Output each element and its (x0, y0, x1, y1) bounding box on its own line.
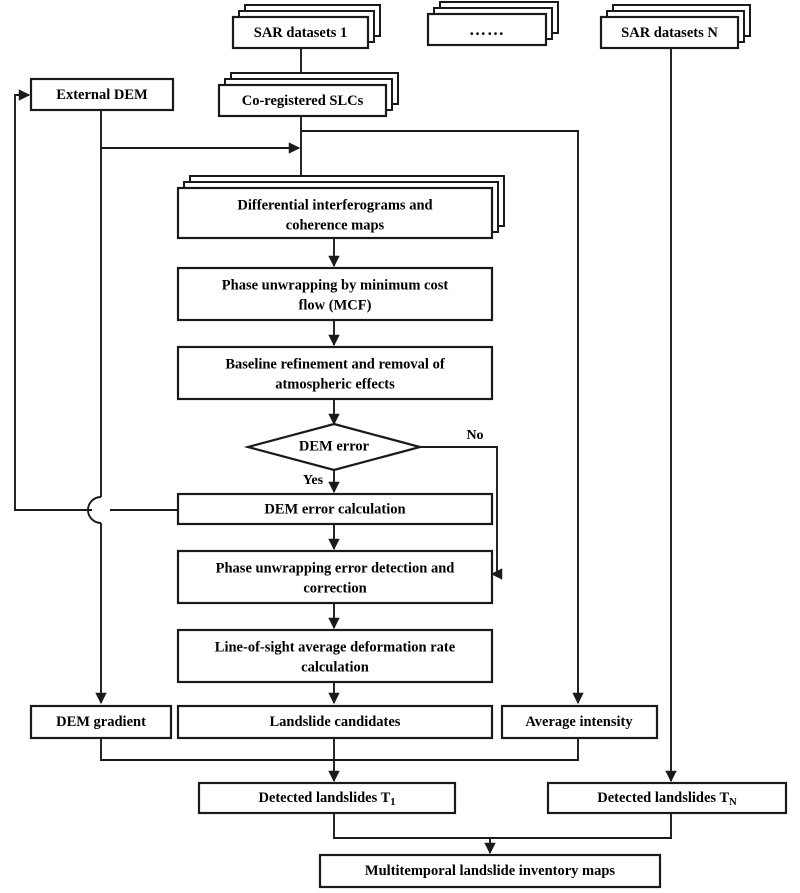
node-baseline-refinement-label-line1: Baseline refinement and removal of (225, 356, 445, 372)
node-detected-landslides-tn: Detected landslides TN (546, 781, 788, 815)
node-dem-error-decision-label: DEM error (299, 438, 370, 454)
node-dem-error-calculation: DEM error calculation (176, 492, 494, 526)
node-coregistered-slcs-label: Co-registered SLCs (242, 93, 364, 109)
edge-slcs-to-average-intensity (301, 130, 584, 705)
node-detected-landslides-t1: Detected landslides T1 (197, 781, 457, 815)
node-los-deformation-rate: Line-of-sight average deformation rate c… (176, 628, 494, 684)
node-phase-unwrapping-error-label-line1: Phase unwrapping error detection and (216, 560, 455, 576)
node-external-dem: External DEM (29, 77, 175, 112)
node-landslide-candidates: Landslide candidates (176, 704, 494, 740)
node-phase-unwrapping-error-label-line2: correction (303, 580, 366, 596)
node-detected-landslides-tn-label: Detected landslides TN (597, 790, 737, 808)
node-sar-datasets-n: SAR datasets N (599, 4, 751, 50)
node-dem-gradient: DEM gradient (29, 704, 173, 740)
node-differential-interferograms: Differential interferograms and coherenc… (176, 175, 505, 240)
edge-label-no: No (466, 428, 483, 443)
node-los-deformation-rate-label-line2: calculation (301, 659, 369, 675)
node-sar-datasets-ellipsis: …… (426, 1, 559, 47)
node-sar-datasets-1-label: SAR datasets 1 (254, 25, 347, 41)
node-multitemporal-maps-label: Multitemporal landslide inventory maps (365, 863, 615, 879)
edge-label-yes: Yes (303, 473, 324, 488)
node-phase-unwrapping-mcf: Phase unwrapping by minimum cost flow (M… (176, 266, 494, 322)
node-sar-datasets-1: SAR datasets 1 (231, 4, 381, 50)
node-phase-unwrapping-mcf-label-line1: Phase unwrapping by minimum cost (222, 277, 449, 293)
node-detected-landslides-t1-label: Detected landslides T1 (258, 790, 395, 808)
node-dem-error-calculation-label: DEM error calculation (264, 501, 405, 517)
node-baseline-refinement-label-line2: atmospheric effects (275, 376, 395, 392)
node-average-intensity: Average intensity (500, 704, 659, 740)
edge-dem-error-feedback-to-external-dem (14, 89, 92, 511)
edge-decision-no (420, 446, 503, 580)
edge-detected-merge-bus (333, 813, 672, 839)
node-multitemporal-maps: Multitemporal landslide inventory maps (318, 853, 662, 889)
node-sar-datasets-n-label: SAR datasets N (621, 25, 718, 41)
node-external-dem-label: External DEM (56, 87, 148, 103)
node-baseline-refinement: Baseline refinement and removal of atmos… (176, 345, 494, 401)
node-los-deformation-rate-label-line1: Line-of-sight average deformation rate (215, 639, 456, 655)
edge-merge-bus (100, 738, 579, 761)
node-phase-unwrapping-error: Phase unwrapping error detection and cor… (176, 549, 494, 605)
node-phase-unwrapping-mcf-label-line2: flow (MCF) (299, 297, 372, 313)
node-dem-gradient-label: DEM gradient (56, 714, 146, 730)
node-differential-interferograms-label-line1: Differential interferograms and (237, 197, 432, 213)
node-average-intensity-label: Average intensity (525, 714, 633, 730)
node-differential-interferograms-label-line2: coherence maps (286, 217, 385, 233)
node-dem-error-decision: DEM error (243, 422, 425, 472)
node-landslide-candidates-label: Landslide candidates (270, 714, 401, 730)
node-coregistered-slcs: Co-registered SLCs (217, 72, 399, 118)
node-sar-datasets-ellipsis-label: …… (469, 20, 505, 39)
